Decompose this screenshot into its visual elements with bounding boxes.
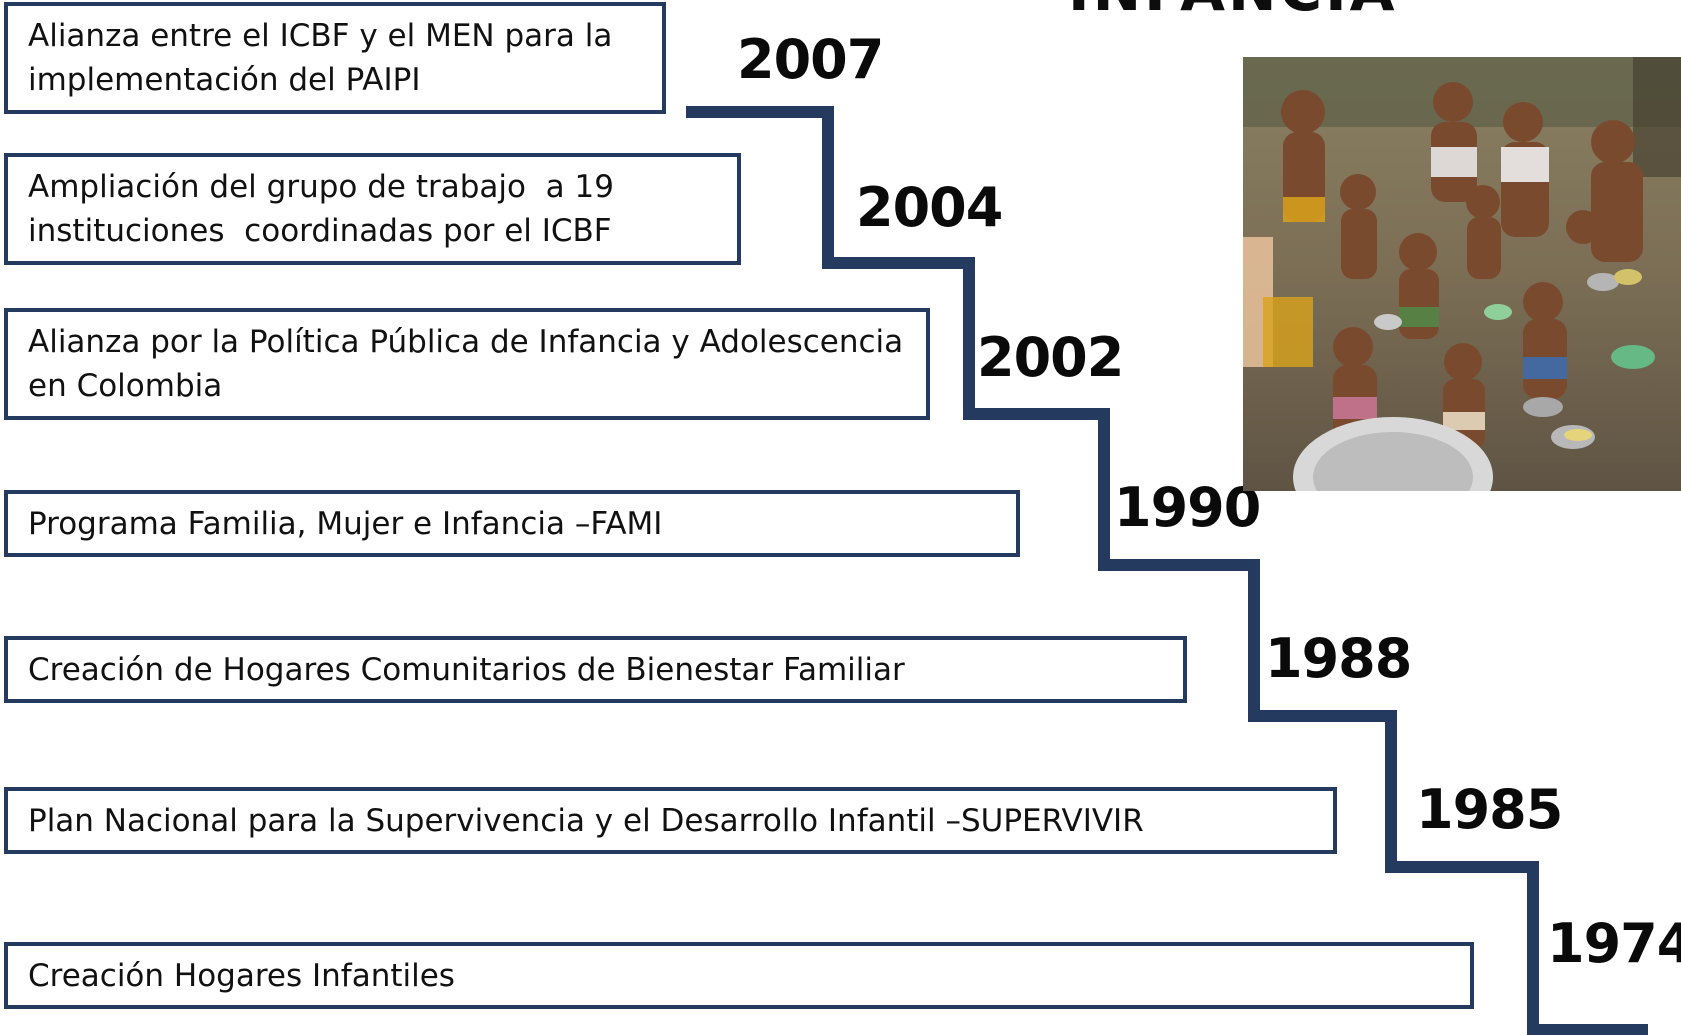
staircase-line [686, 106, 1648, 1035]
event-text-1988: Creación de Hogares Comunitarios de Bien… [28, 651, 905, 688]
event-text-1985: Plan Nacional para la Supervivencia y el… [28, 802, 1144, 839]
event-text-1990: Programa Familia, Mujer e Infancia –FAMI [28, 505, 663, 542]
event-box-1990: Programa Familia, Mujer e Infancia –FAMI [4, 490, 1020, 557]
year-label-1985: 1985 [1416, 778, 1563, 841]
year-label-1990: 1990 [1114, 476, 1261, 539]
event-box-2004: Ampliación del grupo de trabajo a 19 ins… [4, 153, 741, 265]
event-text-1974: Creación Hogares Infantiles [28, 957, 455, 994]
event-box-2007: Alianza entre el ICBF y el MEN para la i… [4, 2, 666, 114]
event-box-2002: Alianza por la Política Pública de Infan… [4, 308, 930, 420]
children-photo-illustration [1243, 57, 1681, 491]
page-title: INFANCIA [1068, 0, 1398, 24]
event-text-2002: Alianza por la Política Pública de Infan… [28, 324, 904, 404]
year-label-2004: 2004 [856, 176, 1003, 239]
year-label-1988: 1988 [1265, 627, 1412, 690]
event-text-2004: Ampliación del grupo de trabajo a 19 ins… [28, 169, 614, 249]
event-box-1985: Plan Nacional para la Supervivencia y el… [4, 787, 1337, 854]
year-label-1974: 1974 [1547, 912, 1681, 975]
event-text-2007: Alianza entre el ICBF y el MEN para la i… [28, 18, 613, 98]
year-label-2002: 2002 [977, 326, 1124, 389]
year-label-2007: 2007 [737, 28, 884, 91]
event-box-1988: Creación de Hogares Comunitarios de Bien… [4, 636, 1187, 703]
event-box-1974: Creación Hogares Infantiles [4, 942, 1474, 1009]
children-photo [1243, 57, 1681, 491]
